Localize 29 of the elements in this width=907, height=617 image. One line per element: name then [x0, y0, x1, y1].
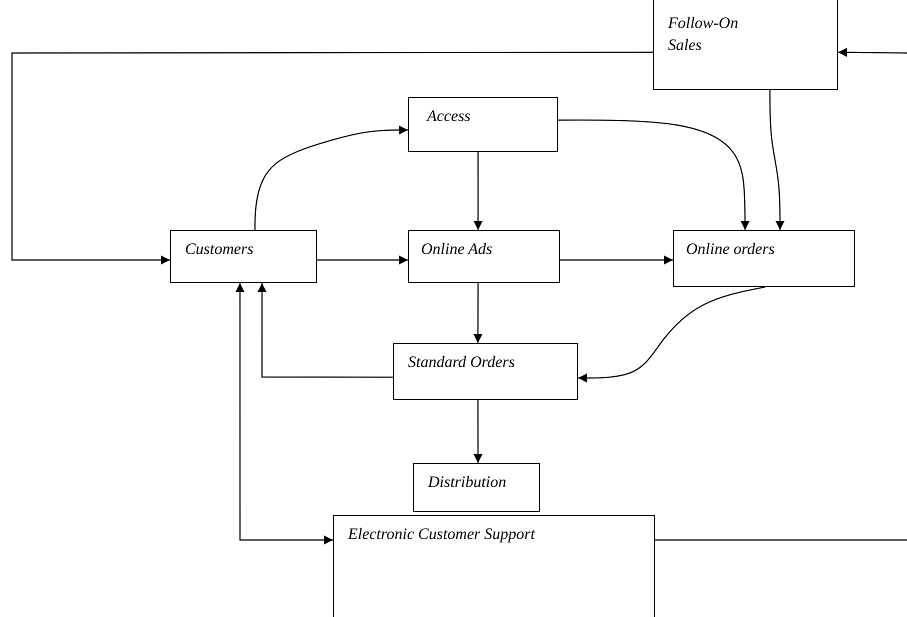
arrow	[560, 255, 673, 264]
arrow	[769, 90, 785, 230]
box-label: Standard Orders	[408, 353, 515, 373]
box-label: Access	[427, 107, 471, 127]
box-label: Distribution	[428, 473, 506, 493]
process-box	[673, 230, 855, 287]
process-box	[393, 343, 578, 400]
box-label: Customers	[185, 240, 254, 260]
arrow	[578, 286, 766, 382]
arrow	[473, 283, 482, 343]
process-box	[653, 0, 838, 90]
arrow	[474, 400, 482, 463]
process-box	[408, 230, 560, 283]
box-label: Electronic Customer Support	[348, 525, 535, 545]
arrow	[317, 256, 408, 264]
arrow	[11, 52, 653, 264]
process-box	[170, 230, 317, 283]
arrow	[258, 283, 393, 378]
arrow	[838, 48, 907, 57]
arrow	[254, 126, 408, 230]
arrow	[474, 152, 483, 230]
box-label: Online Ads	[421, 240, 492, 260]
process-box	[333, 515, 655, 617]
box-label: Follow-On Sales	[668, 14, 740, 56]
process-box	[408, 97, 558, 152]
process-box	[413, 463, 540, 512]
arrow	[235, 283, 333, 544]
arrow	[558, 119, 750, 230]
box-label: Online orders	[686, 240, 775, 260]
